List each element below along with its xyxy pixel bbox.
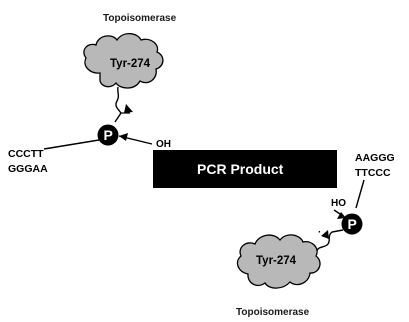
- top-phosphate: [97, 124, 119, 146]
- top-attack-arrowhead: [119, 133, 128, 141]
- bottom-enzyme-cloud-label: Tyr-274: [256, 255, 297, 267]
- bottom-phosphate: [341, 213, 363, 235]
- pcr-product-box: [153, 150, 337, 188]
- top-phosphate-label: P: [104, 127, 113, 143]
- top-hydroxyl-label: OH: [156, 139, 171, 150]
- left-top-strand: CCCTT: [8, 148, 44, 160]
- top-enzyme-label: Topoisomerase: [103, 13, 177, 24]
- bottom-phosphate-label: P: [348, 216, 357, 232]
- left-strand-connector: [43, 139, 100, 150]
- pcr-product-label: PCR Product: [197, 161, 284, 177]
- bottom-tyrosine-link: [316, 229, 344, 252]
- bottom-o-mark: ·: [318, 227, 321, 238]
- right-top-strand: AAGGG: [355, 152, 395, 164]
- right-bottom-strand: TTCCC: [355, 167, 391, 179]
- bottom-hydroxyl-label: HO: [331, 198, 346, 209]
- right-strand-connector: [355, 179, 365, 209]
- top-enzyme-cloud-label: Tyr-274: [110, 58, 151, 70]
- bottom-tyrosine-arrowhead: [321, 230, 329, 239]
- bottom-enzyme-label: Topoisomerase: [236, 307, 310, 318]
- left-bottom-strand: GGGAA: [8, 163, 48, 175]
- top-tyrosine-link: [114, 86, 122, 123]
- bottom-attack-arrowhead: [337, 212, 346, 219]
- top-enzyme-cloud: [83, 32, 164, 89]
- top-tyrosine-arrowhead: [124, 104, 133, 113]
- bottom-enzyme-cloud: [236, 234, 321, 289]
